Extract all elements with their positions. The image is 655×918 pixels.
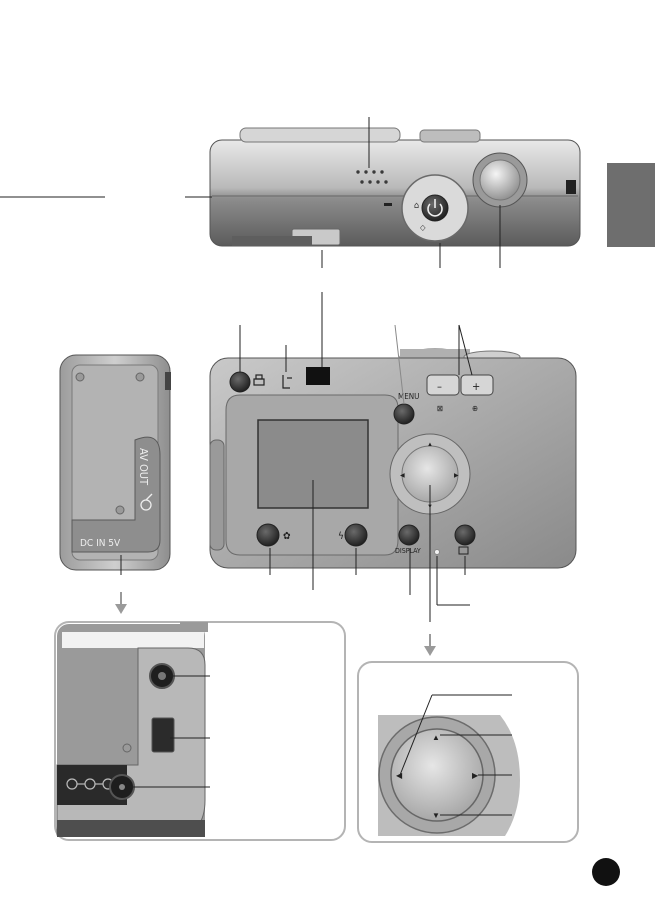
top-view-leaders [0, 117, 501, 268]
svg-text:◀: ◀ [396, 771, 403, 780]
svg-text:◀: ◀ [400, 473, 405, 479]
back-view-leaders [239, 292, 473, 622]
speaker-grille [356, 170, 388, 184]
zoom-tele-icon: + [472, 380, 480, 393]
power-icon [427, 199, 443, 217]
viewfinder [306, 367, 330, 385]
svg-text:▼: ▼ [432, 811, 440, 820]
four-way-controller[interactable]: ▲ ▼ ◀ ▶ [389, 433, 471, 515]
display-label: DISPLAY [395, 547, 421, 555]
svg-text:▲: ▲ [427, 442, 433, 448]
svg-text:⊠: ⊠ [437, 404, 443, 413]
svg-text:⌂: ⌂ [414, 201, 419, 211]
controller-detail-frame [357, 661, 579, 843]
svg-text:⊕: ⊕ [472, 404, 478, 413]
svg-text:▶: ▶ [454, 473, 459, 479]
zoom-tele-button[interactable] [460, 374, 494, 396]
status-lamp [434, 549, 440, 555]
flash-icon: ϟ [338, 531, 344, 542]
menu-label: MENU [398, 392, 419, 401]
page-number-dot [592, 858, 620, 886]
display-button[interactable] [398, 524, 420, 546]
print-button[interactable] [229, 371, 251, 393]
flash-button[interactable] [344, 523, 368, 547]
macro-icon: ✿ [283, 531, 291, 542]
controller-detail: ▲ ▼ ◀ ▶ [378, 715, 520, 836]
mode-dial-icon[interactable]: ⌂ ◇ [401, 174, 469, 242]
usb-port [151, 717, 175, 753]
svg-text:▲: ▲ [432, 733, 440, 742]
av-out-label: AV OUT [137, 448, 150, 486]
menu-button[interactable] [393, 403, 415, 425]
svg-text:◇: ◇ [420, 223, 426, 232]
usb-icon [140, 493, 153, 511]
detail-arrows [115, 592, 436, 656]
transfer-icon [282, 375, 292, 389]
shutter-button[interactable] [472, 152, 528, 208]
zoom-wide-button[interactable] [426, 374, 460, 396]
zoom-wide-icon: – [437, 380, 442, 393]
macro-button[interactable] [256, 523, 280, 547]
erase-icon [458, 546, 469, 555]
controller-leaders [399, 694, 512, 816]
svg-text:▶: ▶ [472, 771, 479, 780]
camera-top-view: ⌂ ◇ [209, 127, 581, 247]
print-icon [253, 374, 265, 386]
camera-side-view: AV OUT DC IN 5V [59, 354, 171, 571]
connector-detail [56, 622, 208, 837]
erase-button[interactable] [454, 524, 476, 546]
camera-back-view: MENU – + ⊠ ⊕ ▲ ▼ ◀ ▶ ✿ ϟ DISPLAY [209, 348, 577, 569]
dc-in-label: DC IN 5V [80, 538, 121, 549]
section-tab [607, 163, 655, 247]
connector-leaders [130, 675, 210, 788]
